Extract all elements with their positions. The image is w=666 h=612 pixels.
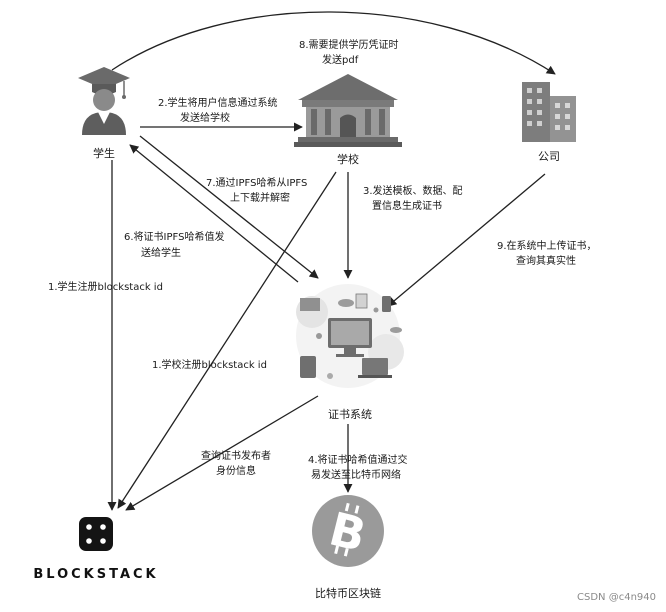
edge-1-school-to-blockstack: [117, 171, 337, 509]
edge-9-label-line1: 9.在系统中上传证书，: [497, 239, 597, 252]
edge-6-cert-system-to-student: [129, 144, 299, 283]
edge-1-student-label: 1.学生注册blockstack id: [48, 280, 163, 293]
edge-9-label-line2: 查询其真实性: [516, 254, 576, 267]
student-label: 学生: [93, 146, 115, 160]
edge-labels: 8.需要提供学历凭证时 发送pdf 2.学生将用户信息通过系统 发送给学校 7.…: [48, 38, 597, 481]
school-building-icon: [294, 74, 402, 147]
blockstack-logo-icon: [79, 517, 113, 551]
edge-8-label-line2: 发送pdf: [322, 53, 359, 66]
edge-8-label-line1: 8.需要提供学历凭证时: [299, 38, 399, 51]
edges: [107, 11, 556, 511]
edge-7-label-line1: 7.通过IPFS哈希从IPFS: [206, 176, 307, 189]
edge-4-label-line2: 易发送至比特币网络: [311, 468, 401, 481]
school-label: 学校: [337, 152, 359, 166]
school-node: 学校: [294, 74, 402, 166]
cert-system-icon: [296, 284, 404, 388]
edge-9-company-to-cert-system: [387, 173, 546, 307]
edge-6-label-line2: 送给学生: [141, 246, 181, 259]
company-node: 公司: [522, 82, 576, 163]
edge-8-student-to-company: [111, 11, 556, 75]
edge-query-label-line1: 查询证书发布者: [201, 449, 271, 462]
blockstack-label: BLOCKSTACK: [33, 567, 158, 582]
graduate-icon: [78, 67, 130, 135]
bitcoin-icon: B: [312, 495, 384, 567]
cert-system-label: 证书系统: [328, 408, 372, 421]
student-node: 学生: [78, 67, 130, 160]
edge-6-label-line1: 6.将证书IPFS哈希值发: [124, 230, 224, 243]
bitcoin-label: 比特币区块链: [315, 586, 381, 600]
edge-query-cert-system-to-blockstack: [125, 395, 319, 511]
csdn-watermark: CSDN @c4n940: [577, 592, 656, 603]
blockstack-node: BLOCKSTACK: [33, 517, 158, 582]
edge-7-student-to-cert-system: [139, 135, 319, 279]
edge-3-label-line1: 3.发送模板、数据、配: [363, 184, 463, 197]
company-label: 公司: [538, 150, 560, 163]
edge-2-label-line2: 发送给学校: [180, 111, 230, 124]
cert-system-node: 证书系统: [296, 284, 404, 421]
edge-4-label-line1: 4.将证书哈希值通过交: [308, 453, 408, 466]
edge-2-label-line1: 2.学生将用户信息通过系统: [158, 96, 278, 109]
edge-query-label-line2: 身份信息: [216, 464, 256, 477]
edge-3-label-line2: 置信息生成证书: [372, 199, 442, 212]
company-building-icon: [522, 82, 576, 142]
edge-1-school-label: 1.学校注册blockstack id: [152, 358, 267, 371]
edge-7-label-line2: 上下载并解密: [230, 191, 290, 204]
bitcoin-node: B 比特币区块链: [312, 495, 384, 600]
